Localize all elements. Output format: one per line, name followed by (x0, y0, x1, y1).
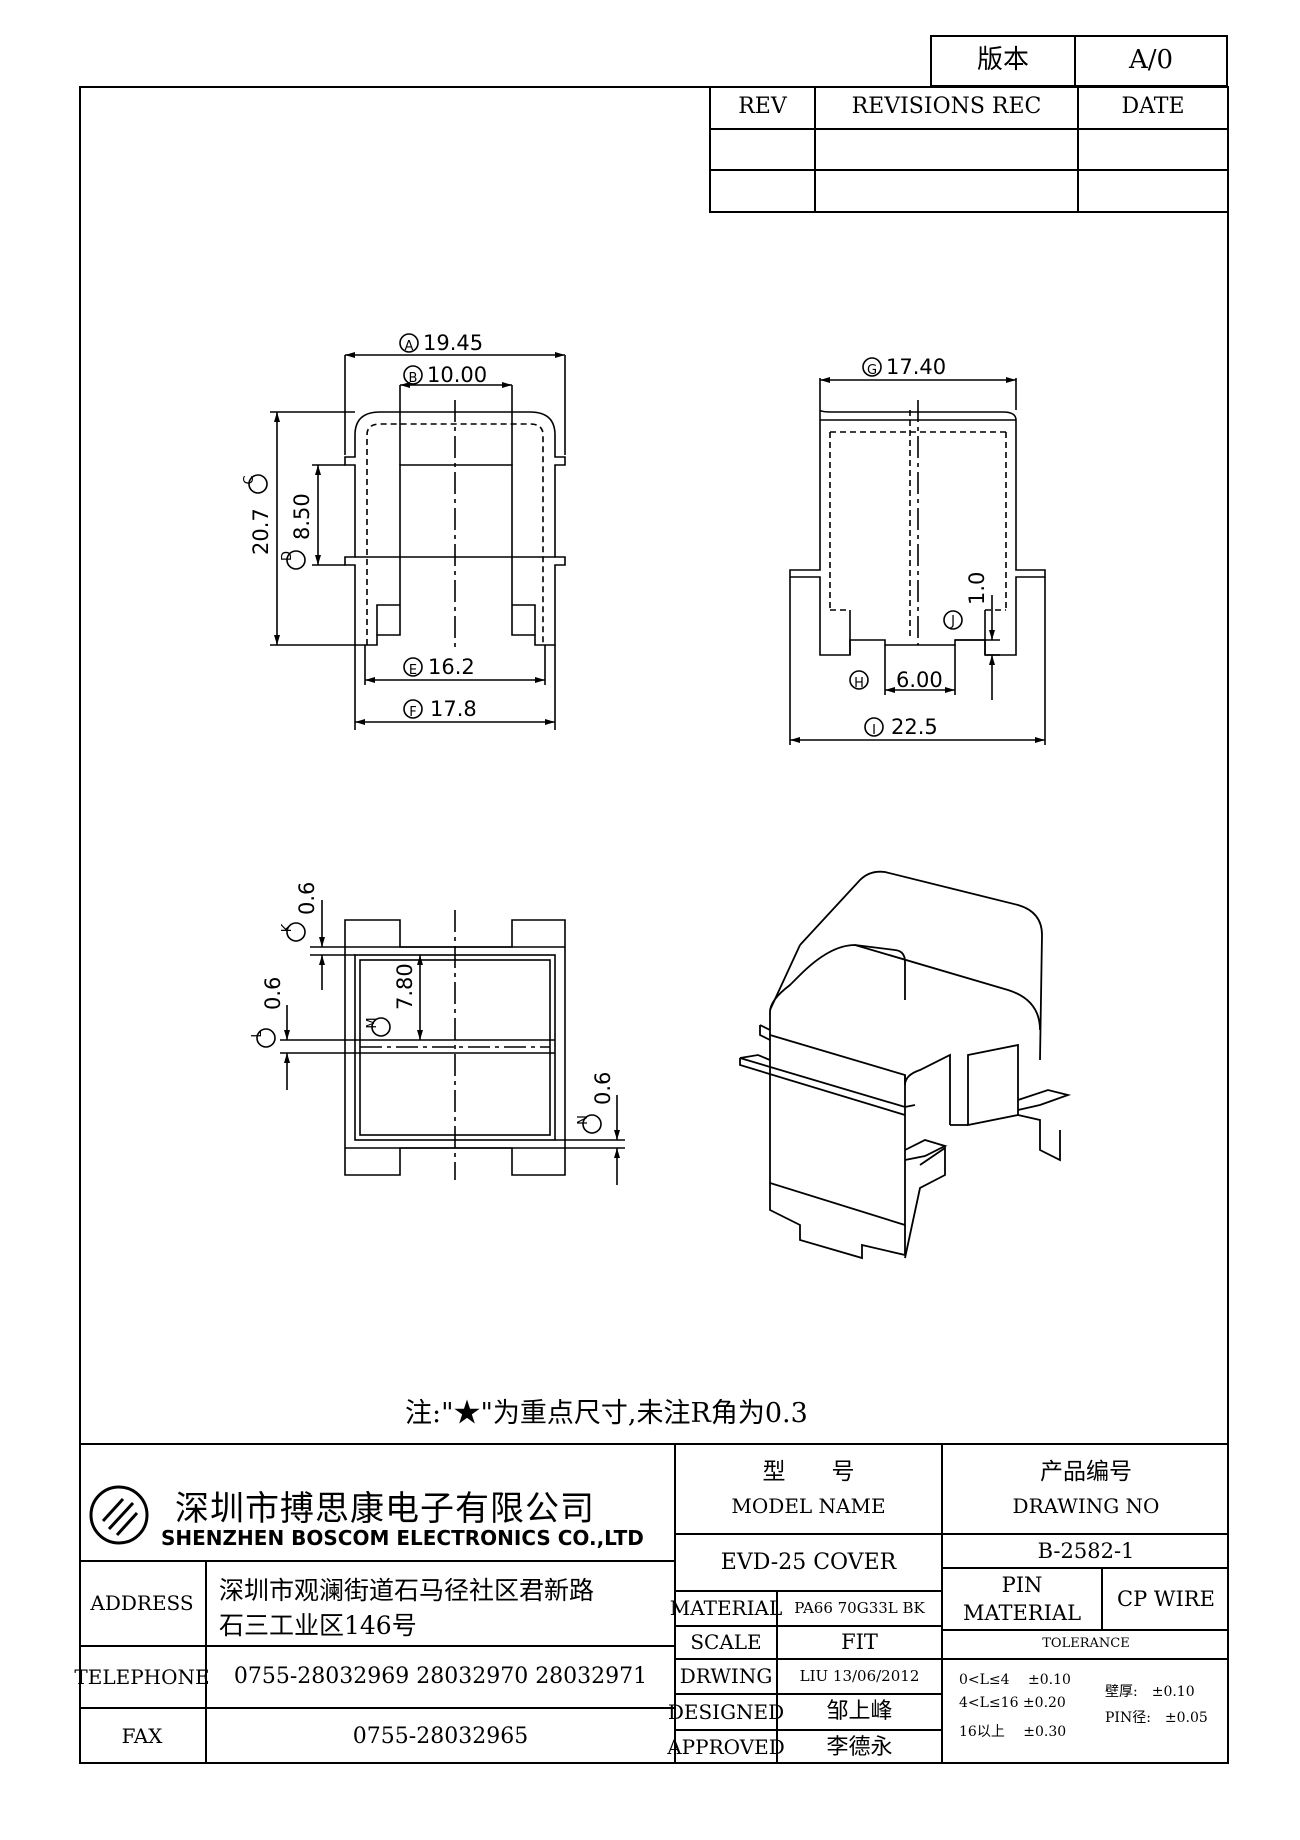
dim-e-letter: E (409, 663, 417, 678)
dim-a-value: 19.45 (423, 331, 483, 355)
side-view (789, 357, 1046, 745)
drawing-note: 注:"★"为重点尺寸,未注R角为0.3 (405, 1398, 808, 1429)
dim-i-value: 22.5 (891, 715, 938, 739)
model-value: EVD-25 COVER (720, 1549, 897, 1575)
designed-value: 邹上峰 (826, 1699, 893, 1725)
dim-m-value: 7.80 (393, 963, 417, 1010)
isometric-view (739, 870, 1072, 1260)
approved-label: APPROVED (667, 1735, 785, 1759)
tolerance-row-3: 16以上 ±0.30 (959, 1724, 1067, 1740)
company-name-cn: 深圳市搏思康电子有限公司 (175, 1489, 595, 1529)
dim-k-letter: K (280, 923, 295, 932)
pin-material-value: CP WIRE (1117, 1586, 1215, 1611)
dim-g-value: 17.40 (886, 355, 946, 379)
dim-i-letter: I (872, 723, 876, 738)
pin-material-label2: MATERIAL (962, 1600, 1082, 1625)
version-label: 版本 (976, 45, 1029, 76)
date-header: DATE (1121, 94, 1185, 120)
telephone-label: TELEPHONE (74, 1664, 210, 1689)
wall-thickness-tolerance: 壁厚: ±0.10 (1105, 1684, 1195, 1700)
model-label-cn: 型 号 (762, 1458, 855, 1485)
designed-label: DESIGNED (667, 1699, 785, 1724)
telephone-value: 0755-28032969 28032970 28032971 (233, 1664, 648, 1690)
scale-label: SCALE (690, 1630, 762, 1654)
drwing-value: LIU 13/06/2012 (799, 1666, 920, 1685)
drawing-frame (79, 86, 1229, 1764)
dim-j-letter: J (950, 614, 955, 629)
dim-m-letter: M (365, 1017, 380, 1028)
dim-a-letter: A (405, 339, 414, 354)
fax-value: 0755-28032965 (352, 1723, 529, 1749)
model-label-en: MODEL NAME (731, 1493, 886, 1518)
dim-e-value: 16.2 (428, 655, 475, 679)
material-label: MATERIAL (669, 1596, 783, 1620)
tolerance-row-1: 0<L≤4 ±0.10 (959, 1672, 1071, 1688)
pin-material-label1: PIN (1001, 1572, 1043, 1597)
tolerance-label: TOLERANCE (1042, 1636, 1130, 1652)
technical-drawing: A 19.45 B 10.00 C 20.7 D 8.50 E 16.2 F 1… (242, 331, 1072, 1260)
dim-j-value: 1.0 (965, 572, 989, 605)
dim-h-letter: H (854, 676, 864, 691)
dim-n-letter: N (576, 1115, 591, 1125)
fax-label: FAX (121, 1724, 163, 1748)
front-view (248, 333, 566, 730)
drawing-no-label-cn: 产品编号 (1040, 1458, 1132, 1485)
material-value: PA66 70G33L BK (794, 1598, 925, 1617)
dim-d-value: 8.50 (290, 493, 314, 540)
dim-n-value: 0.6 (591, 1072, 615, 1105)
drawing-no-label-en: DRAWING NO (1012, 1493, 1160, 1518)
address-label: ADDRESS (90, 1591, 194, 1615)
drwing-label: DRWING (679, 1664, 773, 1688)
dim-b-letter: B (409, 371, 418, 386)
dim-f-letter: F (409, 705, 416, 720)
dim-c-letter: C (242, 475, 257, 484)
drawing-no-value: B-2582-1 (1037, 1538, 1135, 1563)
tolerance-row-2: 4<L≤16 ±0.20 (959, 1695, 1066, 1711)
dim-b-value: 10.00 (427, 363, 487, 387)
address-line1: 深圳市观澜街道石马径社区君新路 (219, 1576, 595, 1605)
address-line2: 石三工业区146号 (219, 1611, 417, 1640)
dim-k-value: 0.6 (295, 882, 319, 915)
revisions-rec-header: REVISIONS REC (851, 94, 1042, 120)
dim-d-letter: D (280, 551, 295, 561)
rev-header: REV (738, 94, 787, 120)
dim-g-letter: G (867, 363, 877, 378)
scale-value: FIT (841, 1630, 878, 1655)
dimension-labels: A 19.45 B 10.00 C 20.7 D 8.50 E 16.2 F 1… (242, 331, 989, 1125)
revision-table: REV REVISIONS REC DATE (709, 86, 1229, 213)
dim-l-value: 0.6 (261, 977, 285, 1010)
title-block: 深圳市搏思康电子有限公司 SHENZHEN BOSCOM ELECTRONICS… (74, 1443, 1229, 1764)
dim-f-value: 17.8 (430, 697, 477, 721)
dim-l-letter: L (250, 1030, 265, 1038)
bottom-view (256, 900, 625, 1185)
pin-diameter-tolerance: PIN径: ±0.05 (1105, 1710, 1208, 1726)
company-logo (87, 1483, 151, 1547)
dim-h-value: 6.00 (896, 668, 943, 692)
dim-c-value: 20.7 (249, 508, 273, 555)
version-value: A/0 (1128, 45, 1174, 76)
approved-value: 李德永 (826, 1734, 893, 1760)
company-name-en: SHENZHEN BOSCOM ELECTRONICS CO.,LTD (161, 1526, 644, 1550)
